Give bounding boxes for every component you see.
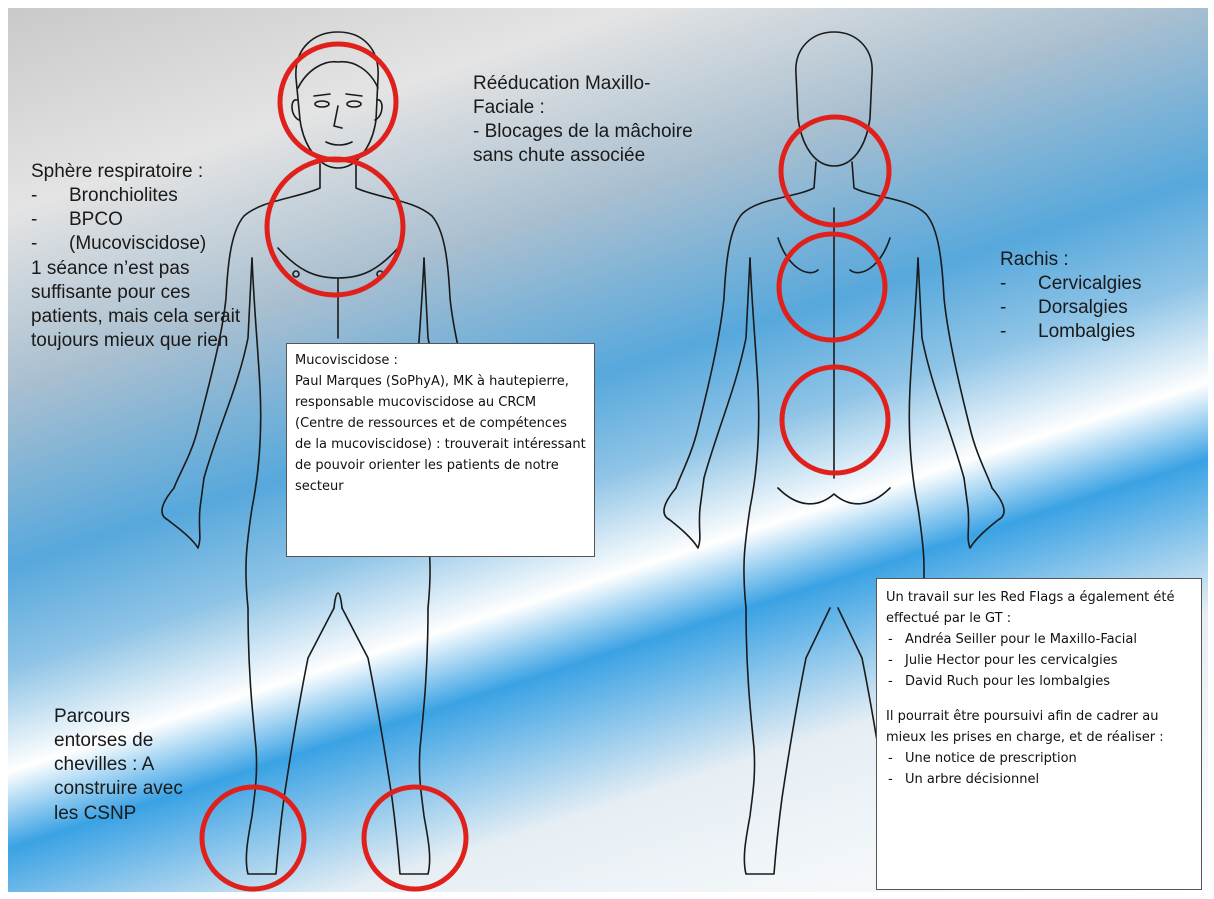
- mucoviscidose-box: Mucoviscidose : Paul Marques (SoPhyA), M…: [286, 343, 595, 557]
- slide: Rééducation Maxillo-Faciale : - Blocages…: [8, 8, 1208, 892]
- circle-lumbar: [782, 367, 888, 473]
- red-flags-box: Un travail sur les Red Flags a également…: [876, 578, 1202, 890]
- rachis-text: Rachis : Cervicalgies Dorsalgies Lombalg…: [1000, 248, 1200, 345]
- rachis-item: Cervicalgies: [1000, 272, 1200, 296]
- red-flags-followup: Il pourrait être poursuivi afin de cadre…: [886, 706, 1192, 748]
- respiratory-text: Sphère respiratoire : Bronchiolites BPCO…: [31, 160, 249, 353]
- mucoviscidose-box-body: Paul Marques (SoPhyA), MK à hautepierre,…: [295, 371, 586, 497]
- red-flags-item: David Ruch pour les lombalgies: [886, 671, 1192, 692]
- maxillo-facial-text: Rééducation Maxillo-Faciale : - Blocages…: [473, 72, 698, 169]
- circle-chest: [267, 159, 403, 295]
- respiratory-note: 1 séance n’est pas suffisante pour ces p…: [31, 257, 249, 354]
- respiratory-item: Bronchiolites: [31, 184, 249, 208]
- circle-dorsal: [779, 234, 885, 340]
- red-flags-intro: Un travail sur les Red Flags a également…: [886, 587, 1192, 629]
- respiratory-item: BPCO: [31, 208, 249, 232]
- red-flags-action: Une notice de prescription: [886, 748, 1192, 769]
- rachis-item: Dorsalgies: [1000, 296, 1200, 320]
- red-flags-action: Un arbre décisionnel: [886, 769, 1192, 790]
- red-flags-item: Julie Hector pour les cervicalgies: [886, 650, 1192, 671]
- maxillo-title: Rééducation Maxillo-Faciale :: [473, 72, 698, 120]
- respiratory-title: Sphère respiratoire :: [31, 160, 249, 184]
- red-flags-item: Andréa Seiller pour le Maxillo-Facial: [886, 629, 1192, 650]
- respiratory-item: (Mucoviscidose): [31, 232, 249, 256]
- rachis-item: Lombalgies: [1000, 320, 1200, 344]
- circle-cervical: [781, 117, 889, 225]
- rachis-title: Rachis :: [1000, 248, 1200, 272]
- maxillo-item: - Blocages de la mâchoire sans chute ass…: [473, 120, 698, 168]
- ankle-pathway-label: Parcours entorses de chevilles : A const…: [54, 705, 184, 826]
- mucoviscidose-box-title: Mucoviscidose :: [295, 350, 586, 371]
- ankle-pathway-text: Parcours entorses de chevilles : A const…: [54, 705, 184, 826]
